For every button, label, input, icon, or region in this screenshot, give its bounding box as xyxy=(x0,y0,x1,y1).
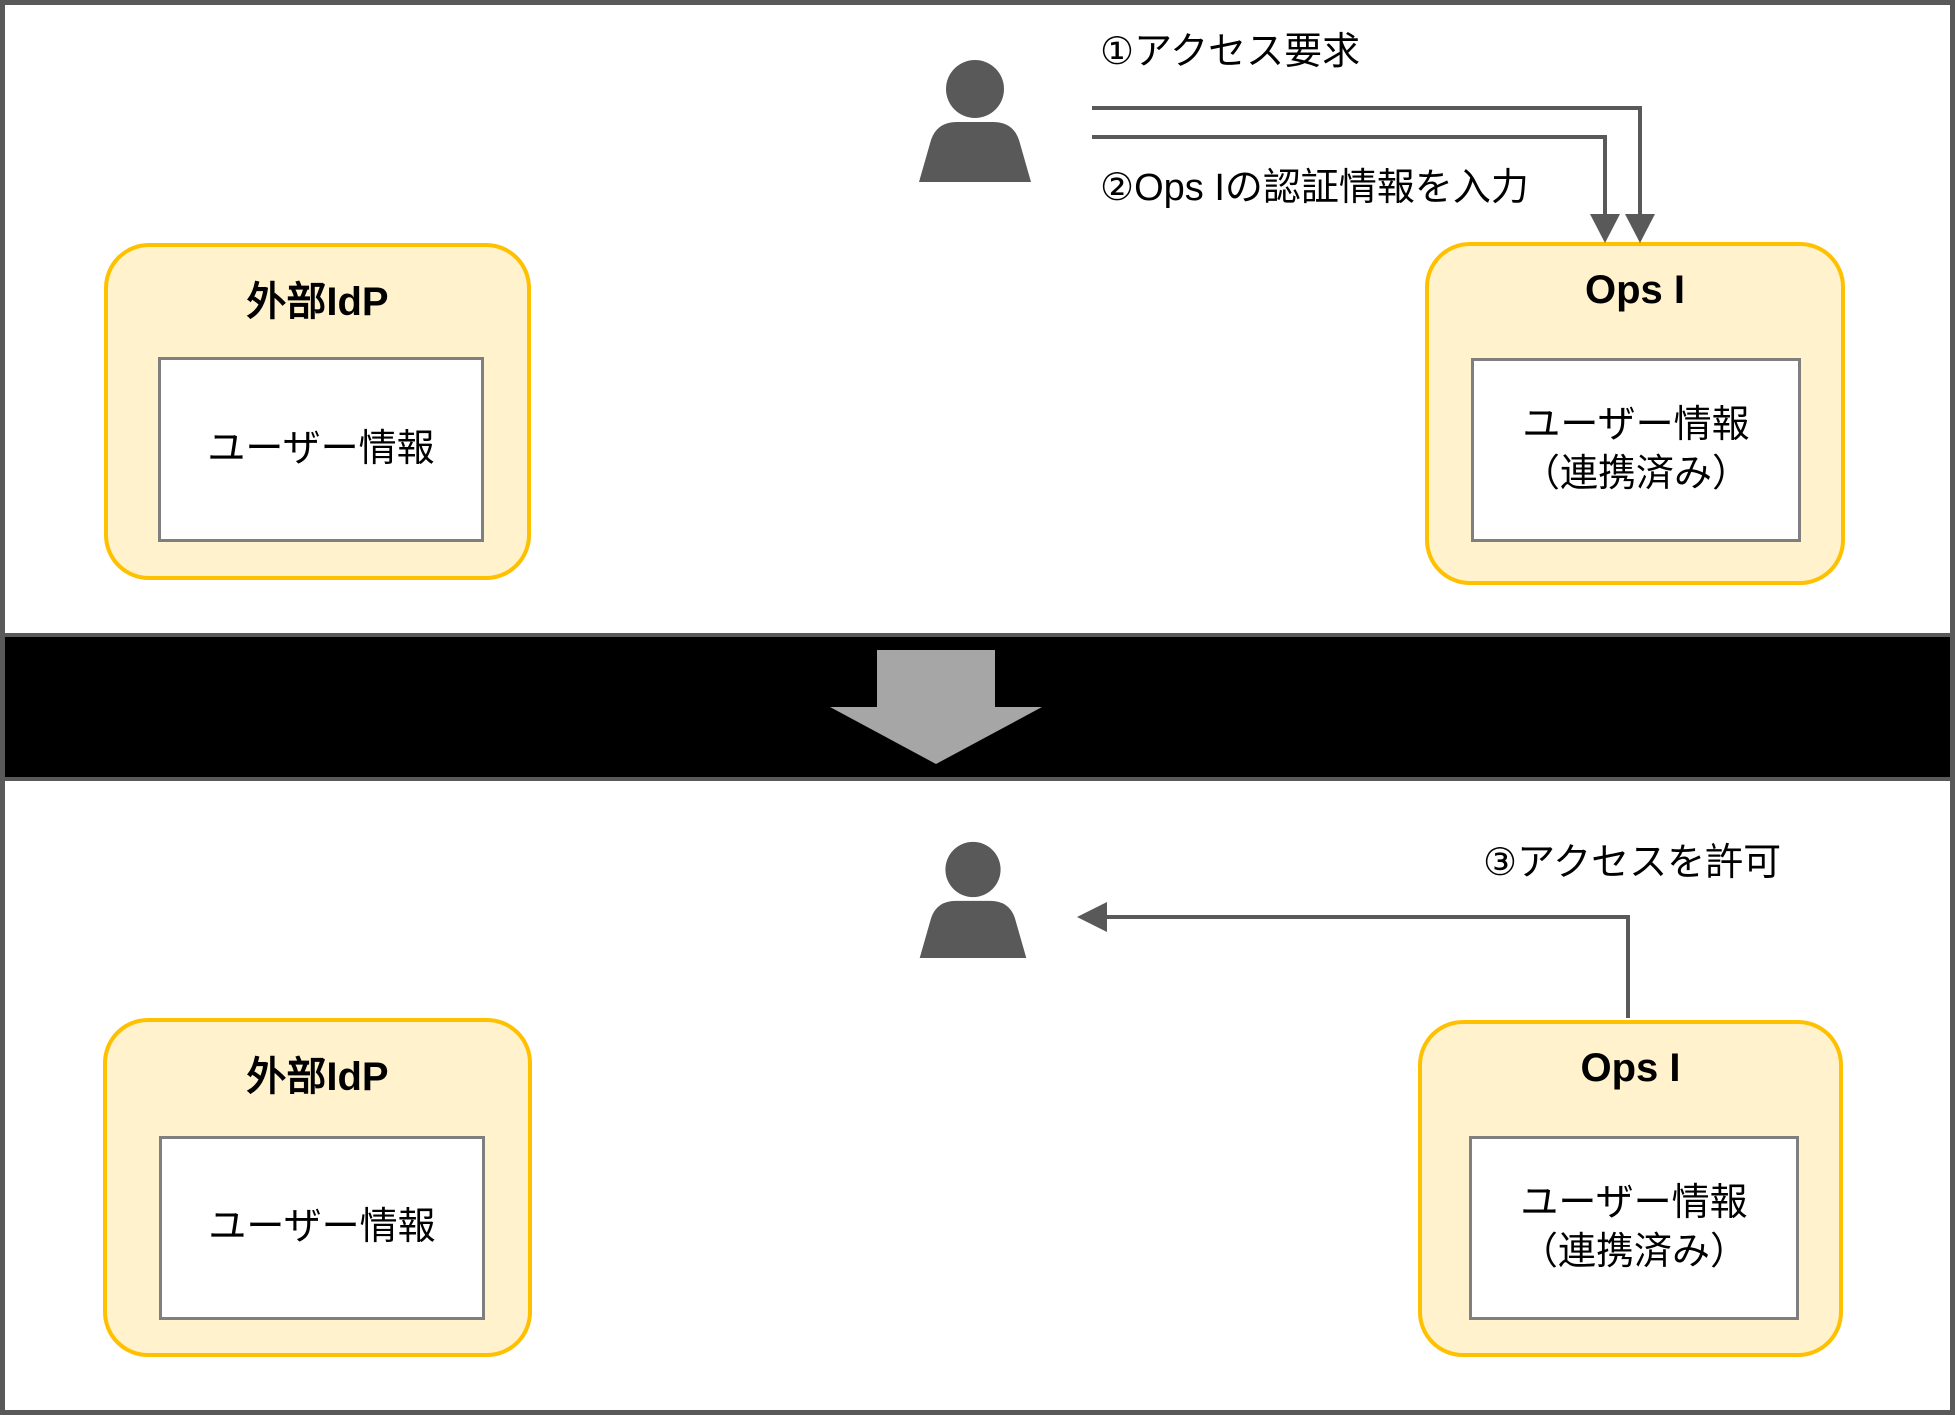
user-info-box: ユーザー情報 xyxy=(158,357,484,542)
ops-title: Ops I xyxy=(1584,268,1686,312)
linked-user-info-line2: （連携済み） xyxy=(1519,1231,1748,1273)
transition-down-arrow-icon xyxy=(830,650,1042,764)
arrow-step3 xyxy=(1077,902,1630,1018)
ops-box-after: Ops I ユーザー情報 （連携済み） xyxy=(1418,1020,1843,1357)
external-idp-title: 外部IdP xyxy=(246,1055,389,1099)
arrowhead-down-icon xyxy=(1625,214,1655,243)
user-info-text: ユーザー情報 xyxy=(208,1206,436,1249)
linked-user-info-box: ユーザー情報 （連携済み） xyxy=(1471,358,1801,542)
external-idp-box-after: 外部IdP ユーザー情報 xyxy=(103,1018,532,1357)
user-icon xyxy=(919,60,1031,182)
arrowhead-left-icon xyxy=(1077,902,1107,932)
step1-label: ①アクセス要求 xyxy=(1100,31,1361,73)
external-idp-title: 外部IdP xyxy=(246,280,389,324)
user-icon xyxy=(919,841,1027,958)
user-info-box: ユーザー情報 xyxy=(159,1136,485,1320)
arrowhead-down-icon xyxy=(1590,214,1620,243)
linked-user-info-box: ユーザー情報 （連携済み） xyxy=(1469,1136,1799,1320)
ops-box-before: Ops I ユーザー情報 （連携済み） xyxy=(1425,242,1845,585)
step3-label: ③アクセスを許可 xyxy=(1483,842,1782,884)
step2-label: ②Ops Iの認証情報を入力 xyxy=(1100,167,1529,209)
linked-user-info-line1: ユーザー情報 xyxy=(1522,403,1750,446)
external-idp-box-before: 外部IdP ユーザー情報 xyxy=(104,243,531,580)
linked-user-info-line1: ユーザー情報 xyxy=(1520,1181,1748,1224)
user-info-text: ユーザー情報 xyxy=(207,427,435,470)
linked-user-info-line2: （連携済み） xyxy=(1521,453,1750,495)
ops-title: Ops I xyxy=(1580,1046,1681,1090)
